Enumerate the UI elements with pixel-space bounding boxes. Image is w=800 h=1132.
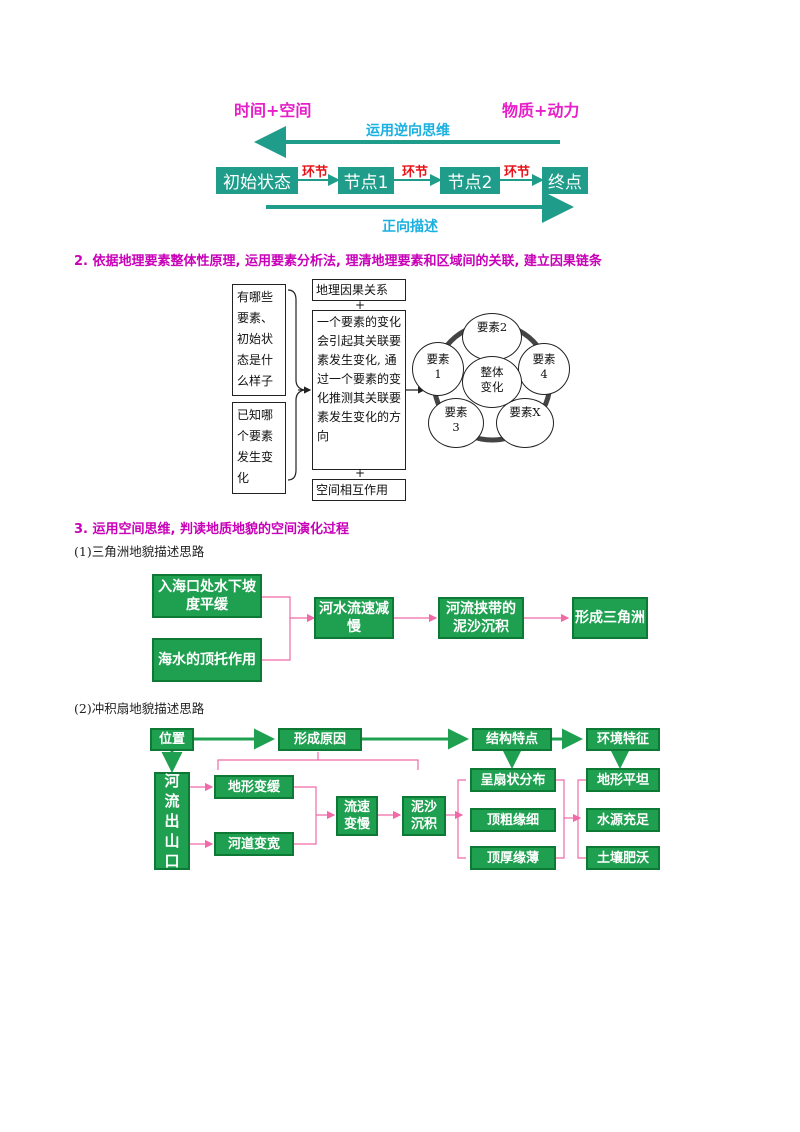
node-2: 节点2 xyxy=(440,167,500,194)
element-1-label: 要素1 xyxy=(426,352,450,381)
fan-environment: 环境特征 xyxy=(586,728,660,751)
plus-top: + xyxy=(355,298,366,312)
causal-relation-box: 地理因果关系 xyxy=(312,279,406,301)
fan-deposit: 泥沙沉积 xyxy=(402,796,446,836)
element-change-box: 一个要素的变化会引起其关联要素发生变化, 通过一个要素的变化推测其关联要素发生变… xyxy=(312,310,406,470)
fan-cause: 形成原因 xyxy=(278,728,362,751)
fan-flat-terrain: 地形平坦 xyxy=(586,768,660,792)
node-end: 终点 xyxy=(542,167,588,194)
delta-step-deposit: 河流挟带的泥沙沉积 xyxy=(438,597,524,639)
element-2-label: 要素2 xyxy=(476,320,508,334)
fan-subheading: (2)冲积扇地貌描述思路 xyxy=(74,701,205,716)
fan-structure: 结构特点 xyxy=(472,728,552,751)
fan-water-sufficient: 水源充足 xyxy=(586,808,660,832)
overall-change-label: 整体变化 xyxy=(480,365,504,394)
fan-velocity: 流速变慢 xyxy=(336,796,378,836)
fan-coarse-fine: 顶粗缘细 xyxy=(470,808,556,832)
element-1-circle: 要素1 xyxy=(412,342,464,396)
question-initial-box: 有哪些要素、初始状态是什么样子 xyxy=(232,284,286,396)
delta-subheading: (1)三角洲地貌描述思路 xyxy=(74,544,205,559)
fan-position: 位置 xyxy=(150,728,194,751)
forward-description-label: 正向描述 xyxy=(382,219,438,235)
fan-slope: 地形变缓 xyxy=(214,775,294,799)
element-4-circle: 要素4 xyxy=(518,343,570,395)
link-label-2: 环节 xyxy=(402,165,429,180)
node-1: 节点1 xyxy=(338,167,394,194)
fan-channel: 河道变宽 xyxy=(214,832,294,856)
matter-power-label: 物质+动力 xyxy=(502,101,580,120)
delta-result: 形成三角洲 xyxy=(572,597,648,639)
element-3-label: 要素3 xyxy=(444,405,468,434)
spatial-interaction-box: 空间相互作用 xyxy=(312,479,406,501)
overall-change-circle: 整体变化 xyxy=(462,356,522,408)
delta-cause-slope: 入海口处水下坡度平缓 xyxy=(152,574,262,618)
plus-bottom: + xyxy=(355,466,366,480)
fan-fertile-soil: 土壤肥沃 xyxy=(586,846,660,870)
delta-cause-tide: 海水的顶托作用 xyxy=(152,638,262,682)
element-2-circle: 要素2 xyxy=(462,313,522,361)
node-initial-state: 初始状态 xyxy=(216,167,298,194)
delta-step-velocity: 河水流速减慢 xyxy=(314,597,394,639)
link-label-3: 环节 xyxy=(504,165,531,180)
element-x-circle: 要素X xyxy=(496,398,554,448)
element-x-label: 要素X xyxy=(509,405,541,419)
link-label-1: 环节 xyxy=(302,165,329,180)
question-change-box: 已知哪个要素发生变化 xyxy=(232,402,286,494)
fan-river-out: 河流出山口 xyxy=(154,772,190,870)
reverse-thinking-label: 运用逆向思维 xyxy=(366,123,450,139)
element-3-circle: 要素3 xyxy=(428,398,484,448)
section-3-heading: 3. 运用空间思维, 判读地质地貌的空间演化过程 xyxy=(74,522,349,537)
element-4-label: 要素4 xyxy=(532,352,556,381)
time-space-label: 时间+空间 xyxy=(234,101,312,120)
section-2-heading: 2. 依据地理要素整体性原理, 运用要素分析法, 理清地理要素和区域间的关联, … xyxy=(74,254,602,269)
fan-fan-shape: 呈扇状分布 xyxy=(470,768,556,792)
fan-thick-thin: 顶厚缘薄 xyxy=(470,846,556,870)
